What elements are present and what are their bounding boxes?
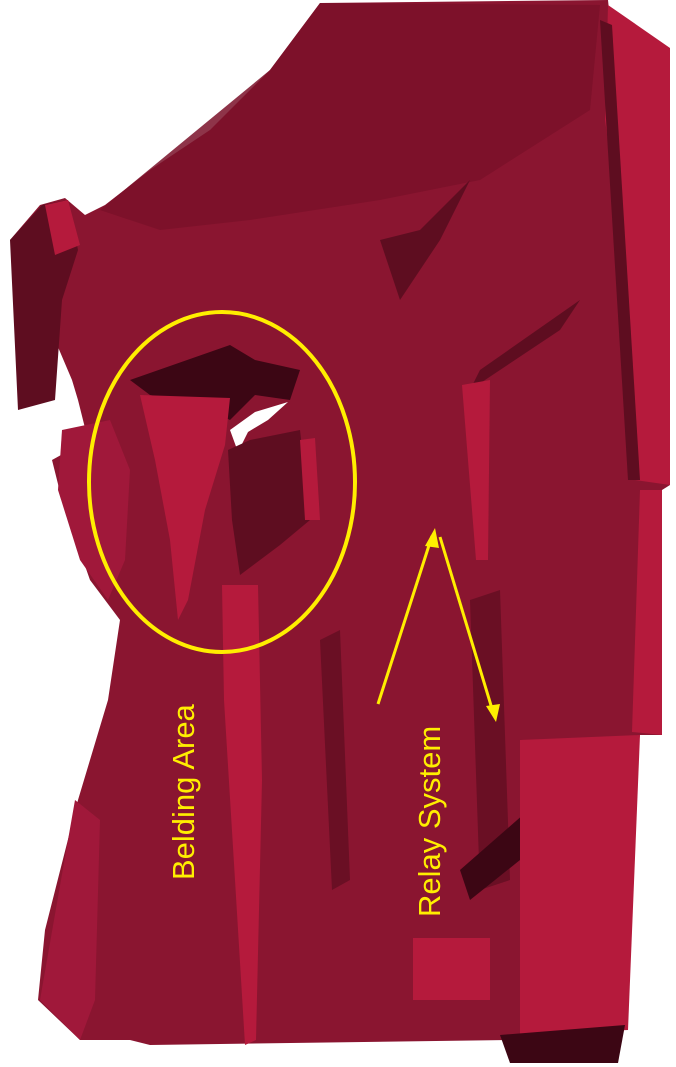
lower-right-panel: [520, 735, 640, 1035]
belding-area-label: Belding Area: [166, 703, 201, 880]
bottom-light-box: [413, 938, 490, 1000]
relay-system-label: Relay System: [412, 726, 447, 917]
left-bulge-light: [58, 420, 130, 600]
model-body: [10, 0, 670, 1063]
